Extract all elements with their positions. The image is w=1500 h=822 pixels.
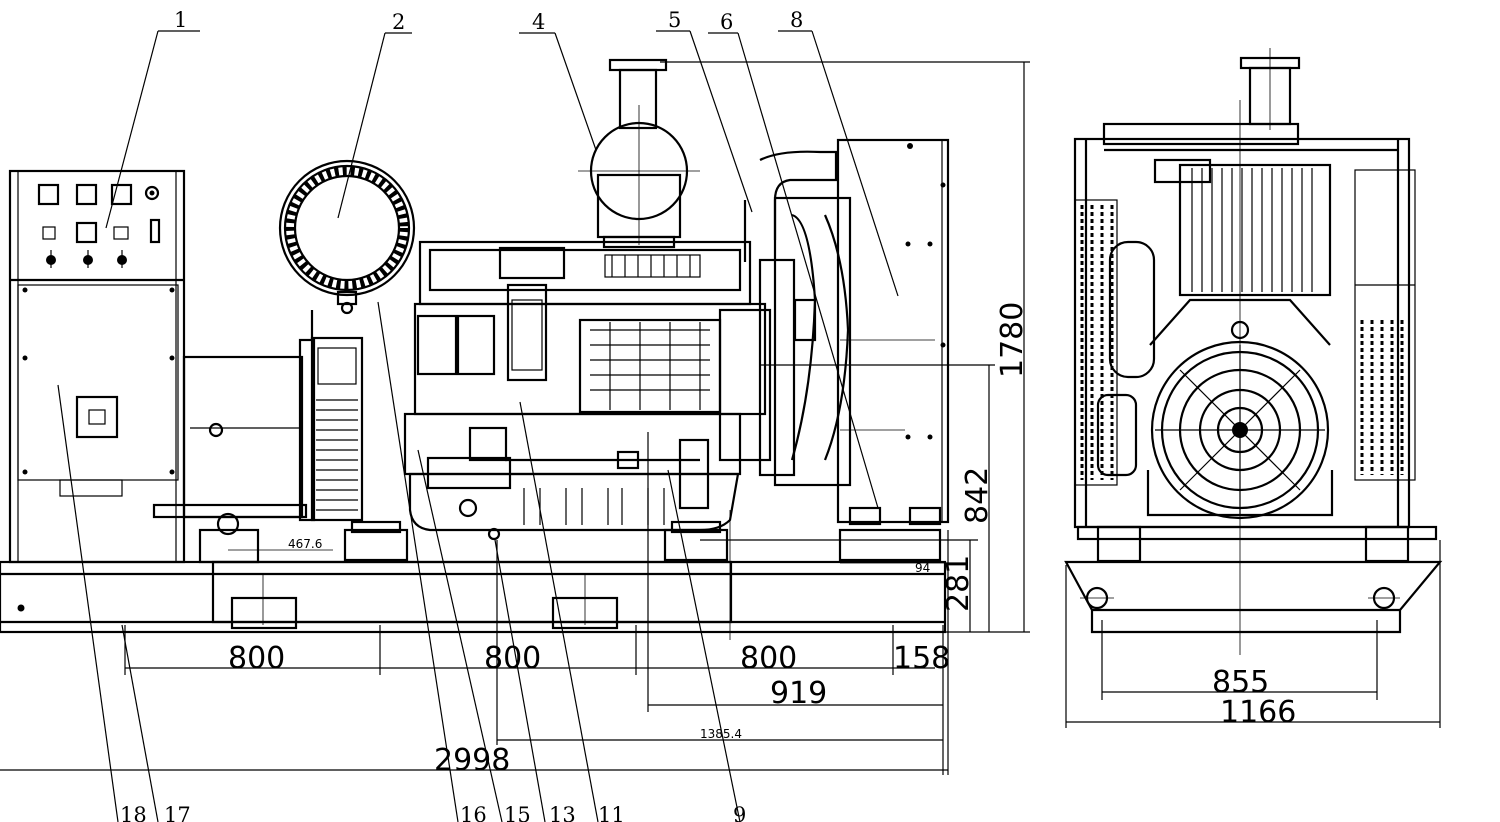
dim-919: 919 (770, 676, 827, 711)
callout-4: 4 (532, 10, 545, 34)
dim-1780: 1780 (995, 302, 1030, 378)
base-frame (0, 560, 947, 634)
callout-1: 1 (174, 8, 187, 32)
dim-467-6: 467.6 (288, 537, 322, 551)
dim-800-right: 800 (740, 641, 797, 676)
dim-94: 94 (915, 561, 930, 575)
dim-1166: 1166 (1220, 695, 1296, 730)
dim-2998: 2998 (434, 743, 510, 778)
dim-158: 158 (893, 641, 950, 676)
callout-11: 11 (598, 803, 625, 822)
callout-9: 9 (733, 803, 746, 822)
mounts (343, 520, 942, 562)
radiator (773, 138, 950, 526)
air-filter (278, 159, 416, 315)
callout-6: 6 (720, 10, 733, 34)
callout-16: 16 (460, 803, 487, 822)
dim-1385-4: 1385.4 (700, 727, 742, 741)
dim-281: 281 (941, 555, 976, 612)
callout-13: 13 (549, 803, 576, 822)
callout-18: 18 (120, 803, 147, 822)
dim-800-left: 800 (228, 641, 285, 676)
muffler (578, 58, 700, 249)
dim-800-middle: 800 (484, 641, 541, 676)
dim-842: 842 (960, 467, 995, 524)
front-dimension-lines (1065, 540, 1441, 728)
alternator (152, 310, 364, 564)
side-dimension-lines (0, 61, 1030, 775)
callout-17: 17 (164, 803, 191, 822)
callout-8: 8 (790, 8, 803, 32)
control-panel (8, 169, 186, 564)
dim-855: 855 (1212, 665, 1269, 700)
callout-2: 2 (392, 10, 405, 34)
callout-leaders (57, 30, 899, 822)
callout-15: 15 (504, 803, 531, 822)
callout-5: 5 (668, 8, 681, 32)
front-view (1064, 48, 1443, 655)
engine-block (403, 150, 838, 541)
